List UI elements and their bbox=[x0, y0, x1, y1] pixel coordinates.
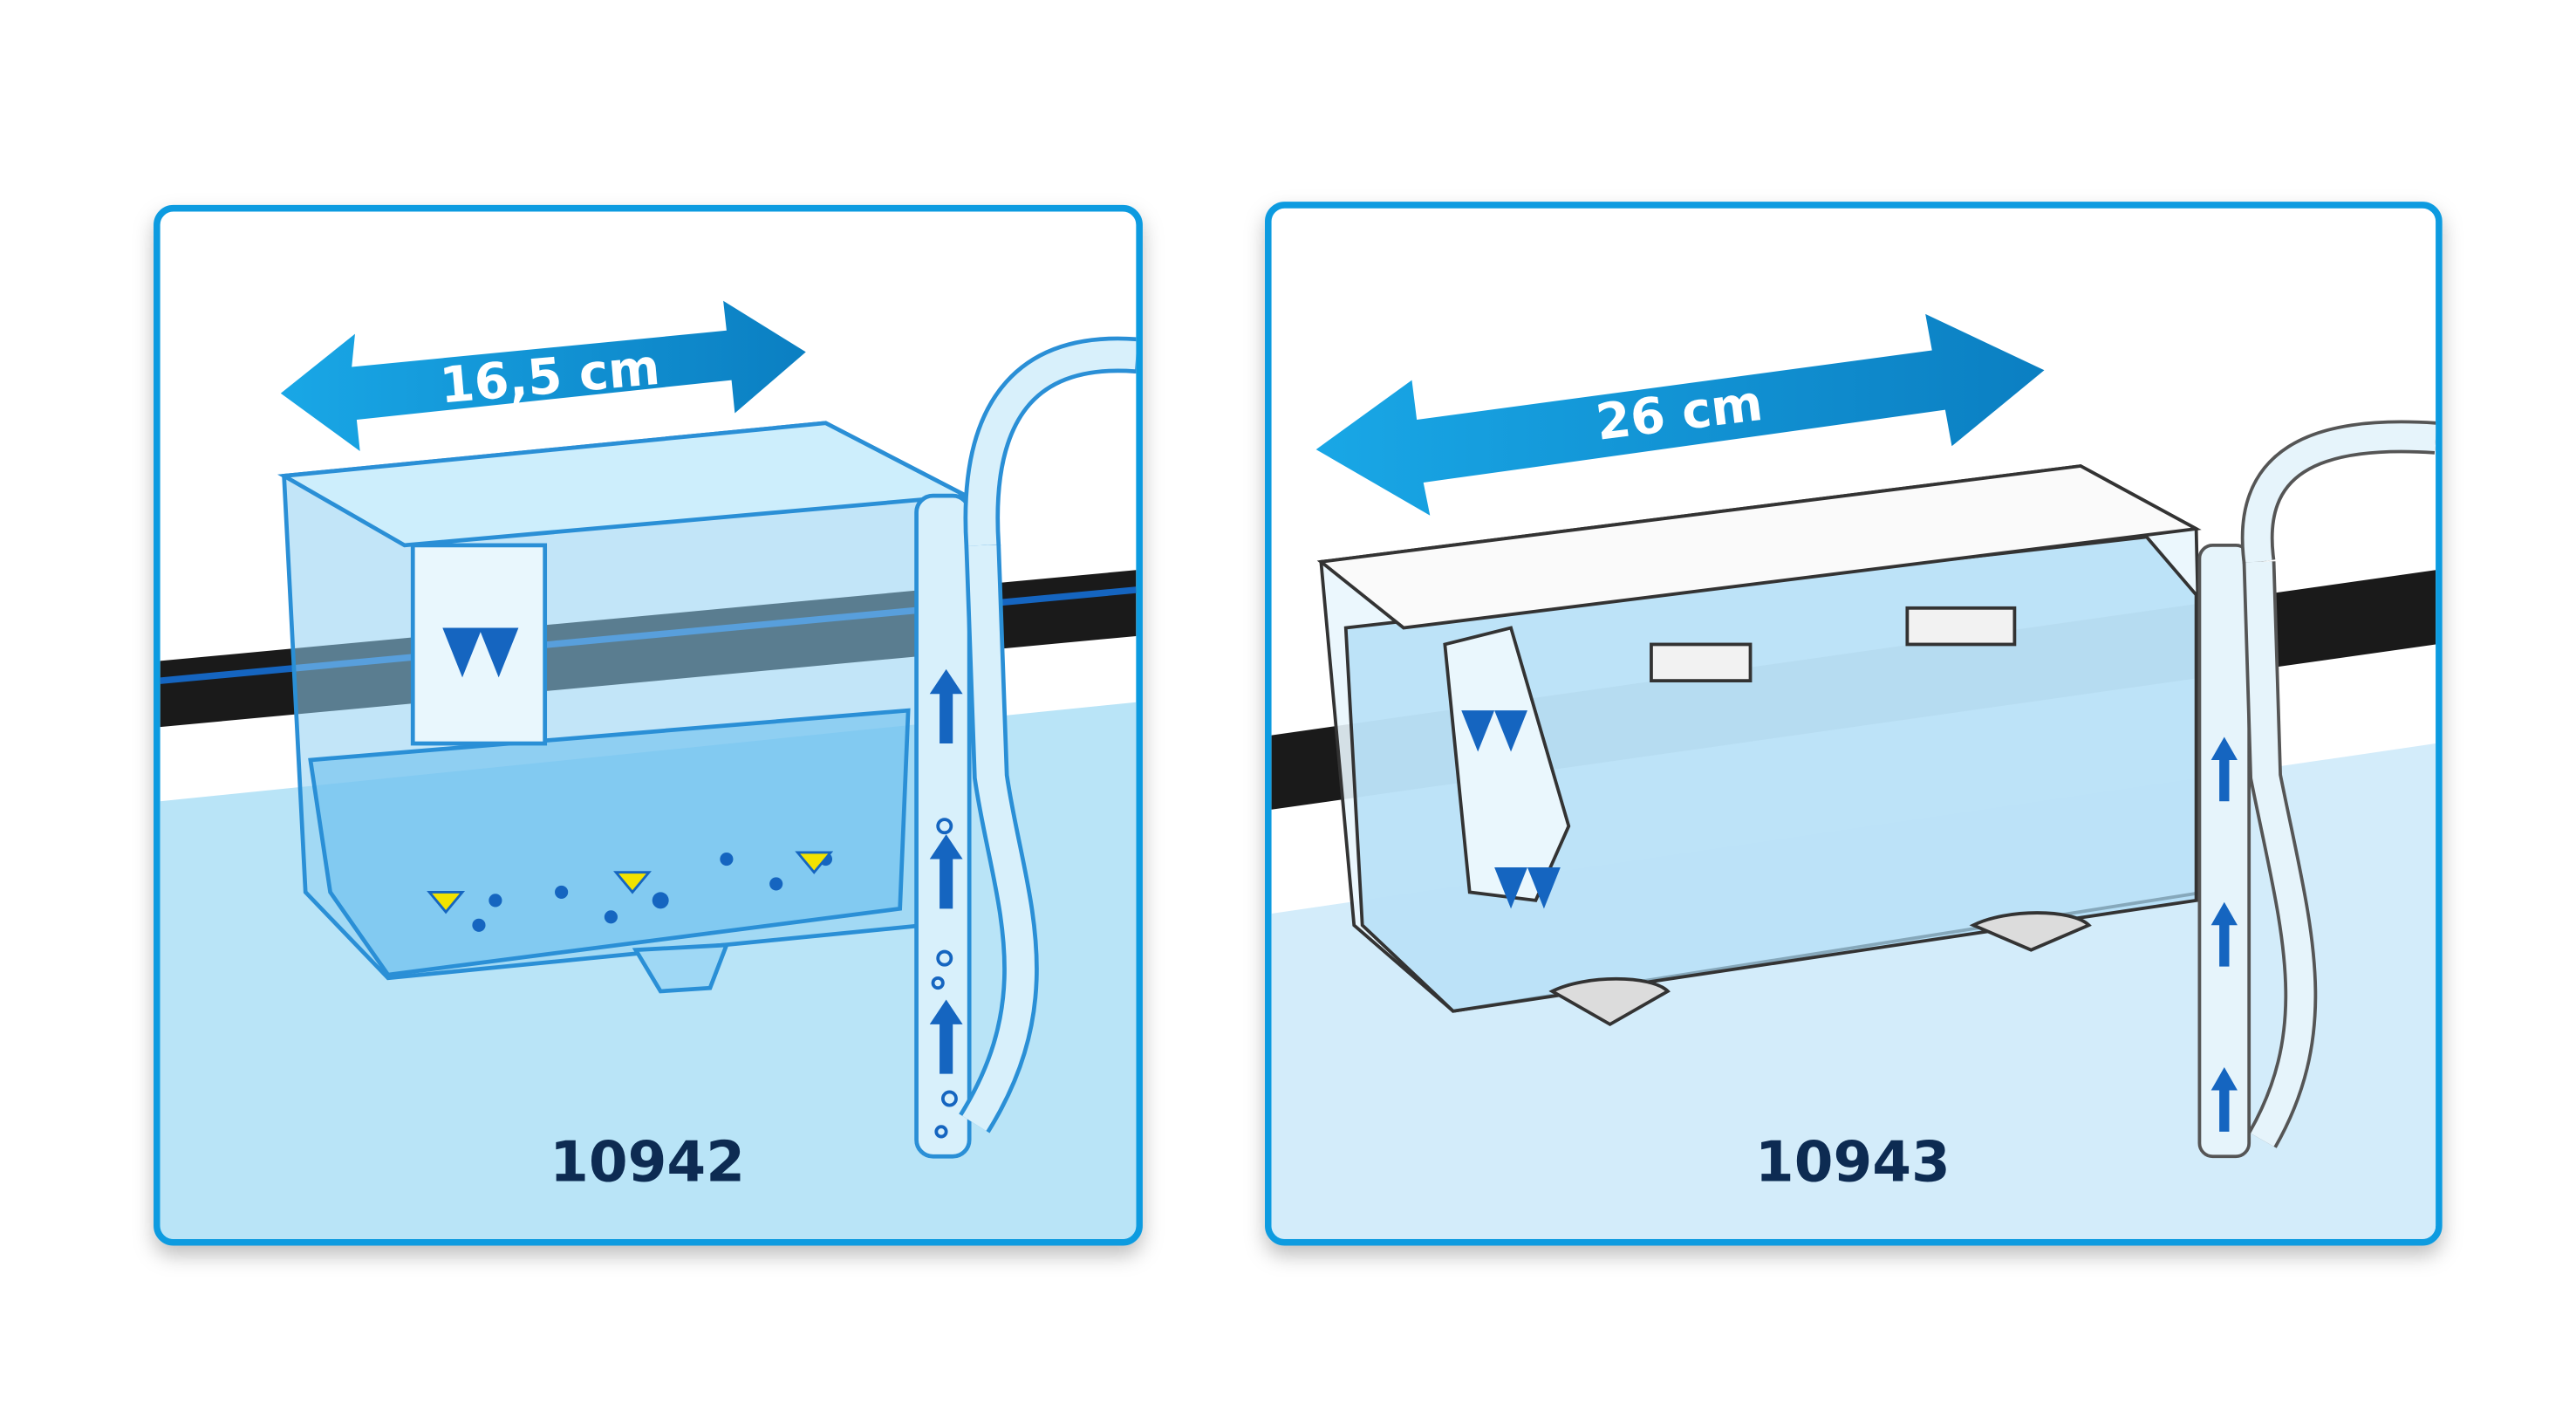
flow-arrows bbox=[442, 627, 963, 1074]
panel-large-filter: 26 cm 10943 bbox=[1264, 202, 2443, 1246]
intake-tube bbox=[2197, 543, 2251, 1159]
flow-arrows bbox=[1461, 710, 2238, 1132]
model-number: 10943 bbox=[1755, 1130, 1951, 1195]
model-number: 10942 bbox=[550, 1130, 745, 1195]
filter-media-dots bbox=[472, 852, 833, 932]
filter-body bbox=[277, 421, 974, 994]
width-arrow bbox=[1315, 313, 2045, 516]
width-arrow bbox=[280, 300, 806, 451]
panel-small-filter: 16,5 cm 10942 bbox=[154, 204, 1143, 1246]
intake-tube bbox=[914, 493, 972, 1159]
air-hose bbox=[2244, 423, 2436, 564]
flow-indicators bbox=[427, 851, 834, 914]
